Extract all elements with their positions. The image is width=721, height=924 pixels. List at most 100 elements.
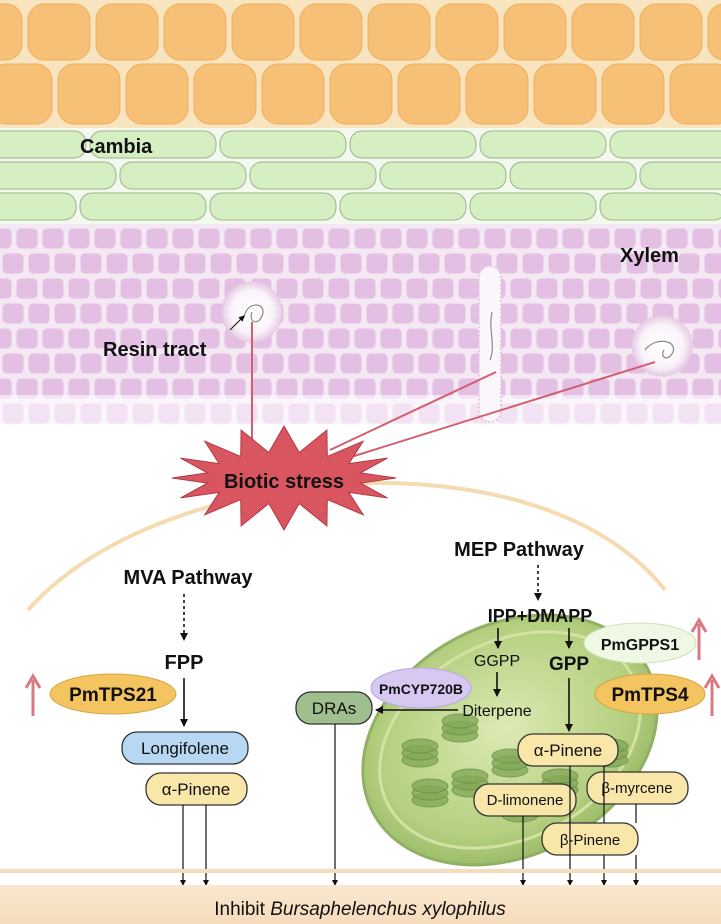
xylem-cell xyxy=(209,252,233,275)
svg-text:β-myrcene: β-myrcene xyxy=(601,780,672,797)
xylem-cell xyxy=(547,302,571,325)
xylem-cell xyxy=(535,327,559,350)
bark-cell xyxy=(503,3,567,61)
fpp-label: FPP xyxy=(165,652,204,674)
xylem-cell xyxy=(145,227,169,250)
xylem-cell xyxy=(313,302,337,325)
xylem-cell xyxy=(157,252,181,275)
xylem-cell xyxy=(79,302,103,325)
xylem-layer: Xylem Resin tract xyxy=(0,224,721,435)
xylem-cell xyxy=(665,277,689,300)
xylem-cell xyxy=(353,227,377,250)
thylakoid xyxy=(401,738,439,754)
cambium-cell xyxy=(609,130,721,159)
cambium-cell xyxy=(0,161,117,190)
xylem-cell xyxy=(405,327,429,350)
xylem-cell xyxy=(313,252,337,275)
xylem-cell xyxy=(431,227,455,250)
xylem-cell xyxy=(0,227,13,250)
cambium-cell xyxy=(599,192,721,221)
xylem-cell xyxy=(639,277,663,300)
xylem-cell xyxy=(599,252,623,275)
cambium-cell xyxy=(219,130,347,159)
xylem-cell xyxy=(183,252,207,275)
pmgpps1-enzyme: PmGPPS1 xyxy=(583,622,697,664)
xylem-cell xyxy=(27,302,51,325)
bark-cell xyxy=(707,3,721,61)
cambia-label: Cambia xyxy=(80,136,153,158)
xylem-cell xyxy=(613,227,637,250)
xylem-cell xyxy=(677,252,701,275)
bark-cell xyxy=(261,63,325,125)
xylem-cell xyxy=(717,327,721,350)
xylem-cell xyxy=(457,227,481,250)
mep-alpha-pinene-box: α-Pinene xyxy=(517,733,619,767)
xylem-cell xyxy=(417,352,441,375)
biotic-stress-label: Biotic stress xyxy=(224,471,344,493)
xylem-cell xyxy=(93,277,117,300)
cambium-cell xyxy=(509,161,637,190)
xylem-cell xyxy=(677,302,701,325)
cambium-cell xyxy=(0,192,77,221)
xylem-cell xyxy=(639,227,663,250)
xylem-cell xyxy=(509,227,533,250)
bark-cell xyxy=(367,3,431,61)
xylem-cell xyxy=(379,327,403,350)
svg-text:DRAs: DRAs xyxy=(312,699,356,718)
cambium-cell xyxy=(249,161,377,190)
svg-text:α-Pinene: α-Pinene xyxy=(162,780,230,799)
xylem-cell xyxy=(691,277,715,300)
bark-cell xyxy=(639,3,703,61)
resin-tract-right xyxy=(631,315,693,377)
svg-text:Longifolene: Longifolene xyxy=(141,739,229,758)
thylakoid xyxy=(441,713,479,729)
xylem-cell xyxy=(157,302,181,325)
xylem-cell xyxy=(613,277,637,300)
xylem-cell xyxy=(391,352,415,375)
xylem-cell xyxy=(79,252,103,275)
mva-pathway: MVA Pathway FPP PmTPS21 Longifolene α-Pi… xyxy=(24,567,253,886)
resin-tract-pointer xyxy=(229,315,245,331)
xylem-cell xyxy=(15,327,39,350)
xylem-cell xyxy=(41,277,65,300)
xylem-cell xyxy=(131,302,155,325)
xylem-cell xyxy=(301,327,325,350)
bark-cell xyxy=(163,3,227,61)
resin-tract-vertical xyxy=(478,265,502,423)
xylem-cell xyxy=(275,327,299,350)
xylem-cell xyxy=(535,277,559,300)
xylem-cell xyxy=(287,252,311,275)
bark-cell xyxy=(0,3,23,61)
ggpp-label: GGPP xyxy=(474,653,520,670)
xylem-cell xyxy=(235,352,259,375)
xylem-cell xyxy=(131,352,155,375)
bark-cell xyxy=(601,63,665,125)
xylem-cell xyxy=(443,252,467,275)
dras-box: DRAs xyxy=(295,691,373,725)
xylem-cell xyxy=(431,277,455,300)
mep-title: MEP Pathway xyxy=(454,539,585,561)
xylem-cell xyxy=(431,327,455,350)
cambium-cell xyxy=(639,161,721,190)
xylem-cell xyxy=(145,327,169,350)
xylem-cell xyxy=(275,227,299,250)
svg-text:β-Pinene: β-Pinene xyxy=(560,832,620,849)
xylem-cell xyxy=(521,302,545,325)
xylem-cell xyxy=(0,277,13,300)
xylem-cell xyxy=(327,327,351,350)
up-arrow-pmtps21 xyxy=(24,673,42,716)
inhibit-label: Inhibit Bursaphelenchus xylophilus xyxy=(214,899,506,920)
xylem-cell xyxy=(27,352,51,375)
xylem-cell xyxy=(573,352,597,375)
bark-layer xyxy=(0,0,721,130)
pmcyp720b-enzyme: PmCYP720B xyxy=(370,667,472,709)
xylem-cell xyxy=(535,227,559,250)
xylem-cell xyxy=(405,277,429,300)
xylem-cell xyxy=(171,227,195,250)
xylem-cell xyxy=(301,277,325,300)
xylem-cell xyxy=(119,327,143,350)
up-arrow-pmtps4 xyxy=(703,673,721,716)
xylem-cell xyxy=(93,327,117,350)
cambium-cell xyxy=(89,130,217,159)
